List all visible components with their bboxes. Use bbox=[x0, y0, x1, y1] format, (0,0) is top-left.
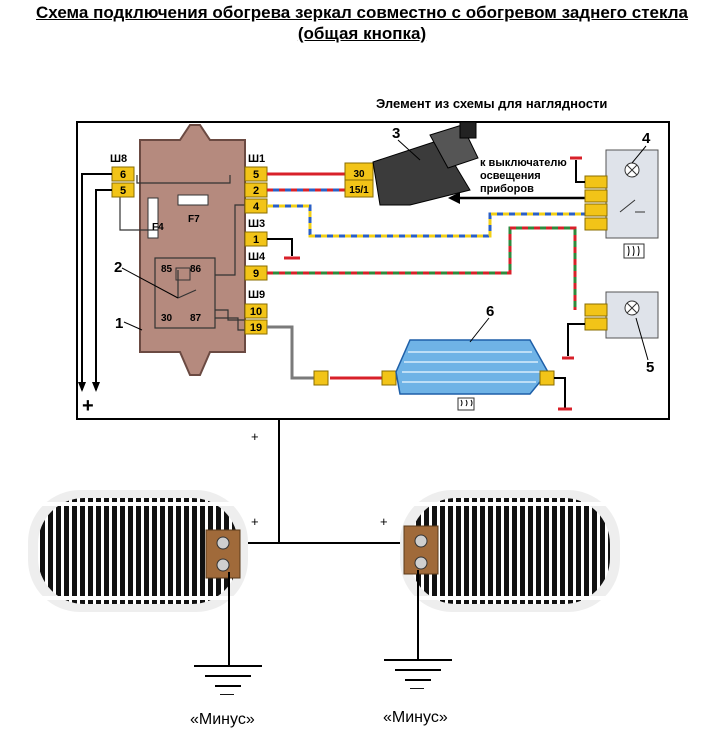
plus-label: + bbox=[380, 514, 388, 529]
callout-number: 6 bbox=[486, 303, 494, 320]
relay-pin-label: 87 bbox=[190, 313, 202, 324]
rear-window-heater bbox=[395, 339, 549, 411]
switch-pin-label: 15/1 bbox=[349, 185, 369, 196]
note-text: к выключателю bbox=[480, 157, 567, 169]
connector-label: Ш9 bbox=[248, 289, 265, 301]
pin-label: 4 bbox=[253, 201, 260, 213]
ground-label: «Минус» bbox=[383, 709, 448, 726]
connector-label: Ш1 bbox=[248, 153, 265, 165]
indicator-lamp bbox=[605, 291, 659, 339]
mirror-heater-right bbox=[400, 490, 620, 612]
connector-label: Ш4 bbox=[248, 251, 266, 263]
pin-label: 5 bbox=[120, 185, 126, 197]
callout-number: 3 bbox=[392, 125, 400, 142]
plus-label: + bbox=[251, 514, 259, 529]
callout-number: 5 bbox=[646, 359, 654, 376]
relay-pin-label: 30 bbox=[161, 313, 173, 324]
relay-pin-label: 85 bbox=[161, 264, 173, 275]
pin-label: 1 bbox=[253, 234, 259, 246]
inset-caption: Элемент из схемы для наглядности bbox=[376, 96, 608, 111]
heater-button bbox=[605, 149, 659, 259]
connector-label: Ш8 bbox=[110, 153, 127, 165]
pin-label: 2 bbox=[253, 185, 259, 197]
note-text: освещения bbox=[480, 170, 541, 182]
plus-terminal: + bbox=[82, 395, 94, 417]
relay-box bbox=[154, 257, 216, 329]
relay-pin-label: 86 bbox=[190, 264, 202, 275]
ignition-switch bbox=[344, 121, 479, 206]
minus-sign: — bbox=[220, 685, 234, 701]
callout-number: 2 bbox=[114, 259, 122, 276]
pin-label: 5 bbox=[253, 169, 259, 181]
pin-label: 6 bbox=[120, 169, 126, 181]
pin-label: 19 bbox=[250, 322, 262, 334]
pin-label: 9 bbox=[253, 268, 259, 280]
mirror-heater-left bbox=[28, 490, 248, 612]
switch-pin-label: 30 bbox=[353, 169, 365, 180]
fuse-f4 bbox=[147, 197, 159, 239]
fuse-f4-label: F4 bbox=[152, 222, 164, 233]
callout-number: 1 bbox=[115, 315, 123, 332]
diagram-subtitle-line: (общая кнопка) bbox=[297, 24, 427, 43]
plus-label: + bbox=[251, 429, 259, 444]
diagram-title: Схема подключения обогрева зеркал совмес… bbox=[36, 3, 688, 22]
fuse-f7-label: F7 bbox=[188, 214, 200, 225]
callout-number: 4 bbox=[642, 130, 651, 147]
note-text: приборов bbox=[480, 183, 534, 195]
mounting-block bbox=[119, 124, 246, 376]
ground-label: «Минус» bbox=[190, 711, 255, 728]
minus-sign: — bbox=[410, 679, 424, 695]
pin-label: 10 bbox=[250, 306, 262, 318]
connector-label: Ш3 bbox=[248, 218, 265, 230]
fuse-f7 bbox=[177, 194, 209, 206]
